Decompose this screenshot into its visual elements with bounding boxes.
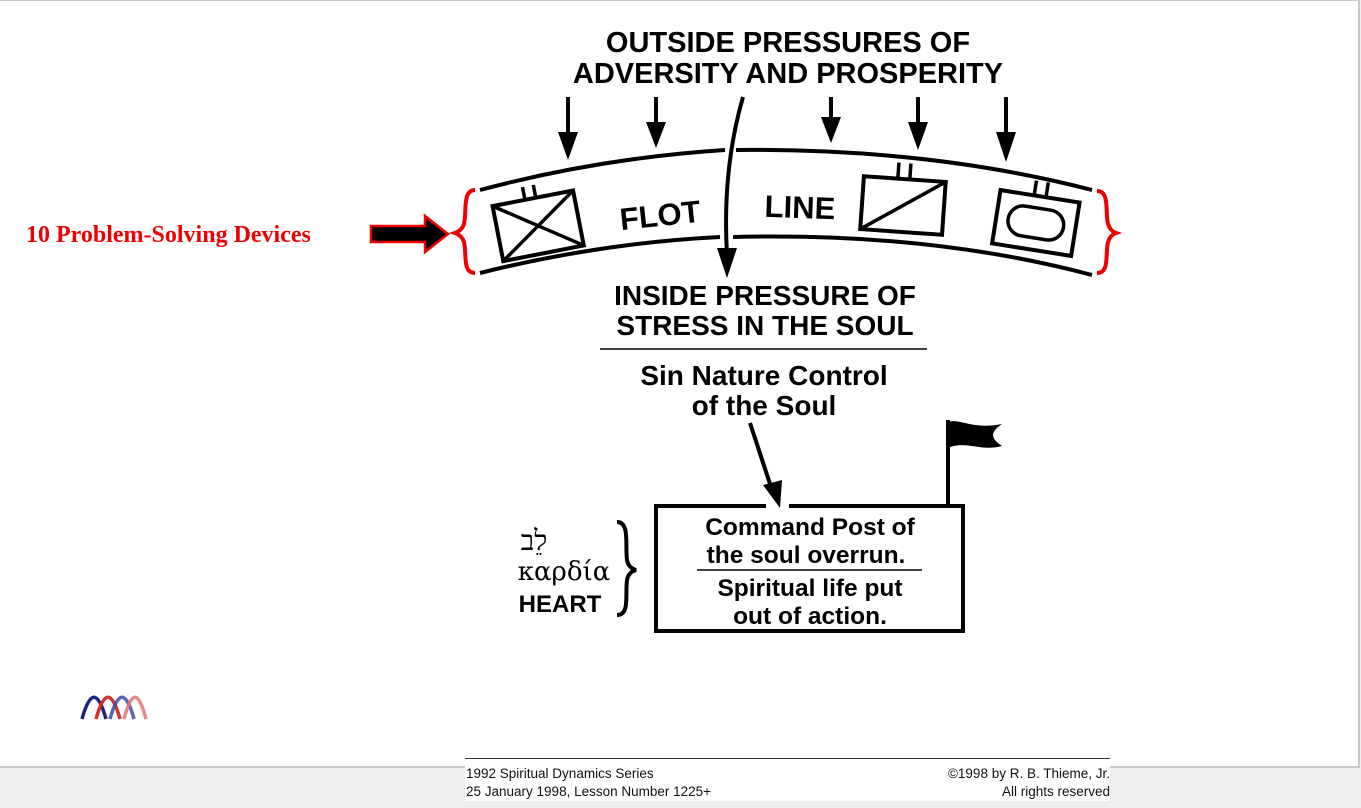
footer-rights: All rights reserved [1001,784,1110,799]
military-unit-symbol-cavalry-icon [858,162,948,237]
command-post-line2: the soul overrun. [707,542,906,569]
military-unit-symbol-infantry-icon [490,184,587,264]
footer-lesson: 25 January 1998, Lesson Number 1225+ [466,784,712,799]
pressure-arrow [821,97,841,143]
inside-pressure-line1: INSIDE PRESSURE OF [614,280,916,311]
inside-pressure-line2: STRESS IN THE SOUL [616,310,913,341]
line-label: LINE [764,189,836,226]
flot-label: FLOT [618,194,702,237]
sin-nature-line2: of the Soul [692,390,837,421]
military-unit-symbol-armor-icon [989,180,1082,259]
command-post-box [654,504,965,633]
logo-waves-icon [80,695,148,720]
inside-pressure-arrow [717,96,745,278]
pressure-arrow [646,97,666,148]
greek-term: καρδία [518,557,611,587]
problem-solving-devices-label: 10 Problem-Solving Devices [26,222,311,248]
command-post-line1: Command Post of [705,514,915,541]
english-term: HEART [519,591,602,618]
command-post-line4: out of action. [733,603,887,630]
command-post-line3: Spiritual life put [717,575,902,602]
slide [0,0,1360,768]
heart-brace-icon [616,520,637,617]
sin-nature-line1: Sin Nature Control [640,360,887,391]
pressure-arrow [996,97,1016,162]
pressure-arrow [908,97,928,150]
pressure-arrow [558,97,578,160]
hebrew-term: לֵב [521,524,548,557]
flag-icon [946,420,1002,506]
flot-line-band [479,147,1093,277]
left-brace-icon [448,188,476,275]
pointer-arrow-icon [369,213,451,255]
footer-copyright: ©1998 by R. B. Thieme, Jr. [947,766,1110,781]
pressure-arrows [558,97,1016,162]
right-brace-icon [1096,189,1123,275]
footer-series: 1992 Spiritual Dynamics Series [466,766,654,781]
overrun-arrow [748,422,782,508]
outside-pressures-line2: ADVERSITY AND PROSPERITY [573,58,1003,90]
outside-pressures-line1: OUTSIDE PRESSURES OF [606,27,970,59]
footer: 1992 Spiritual Dynamics Series 25 Januar… [465,758,1110,801]
